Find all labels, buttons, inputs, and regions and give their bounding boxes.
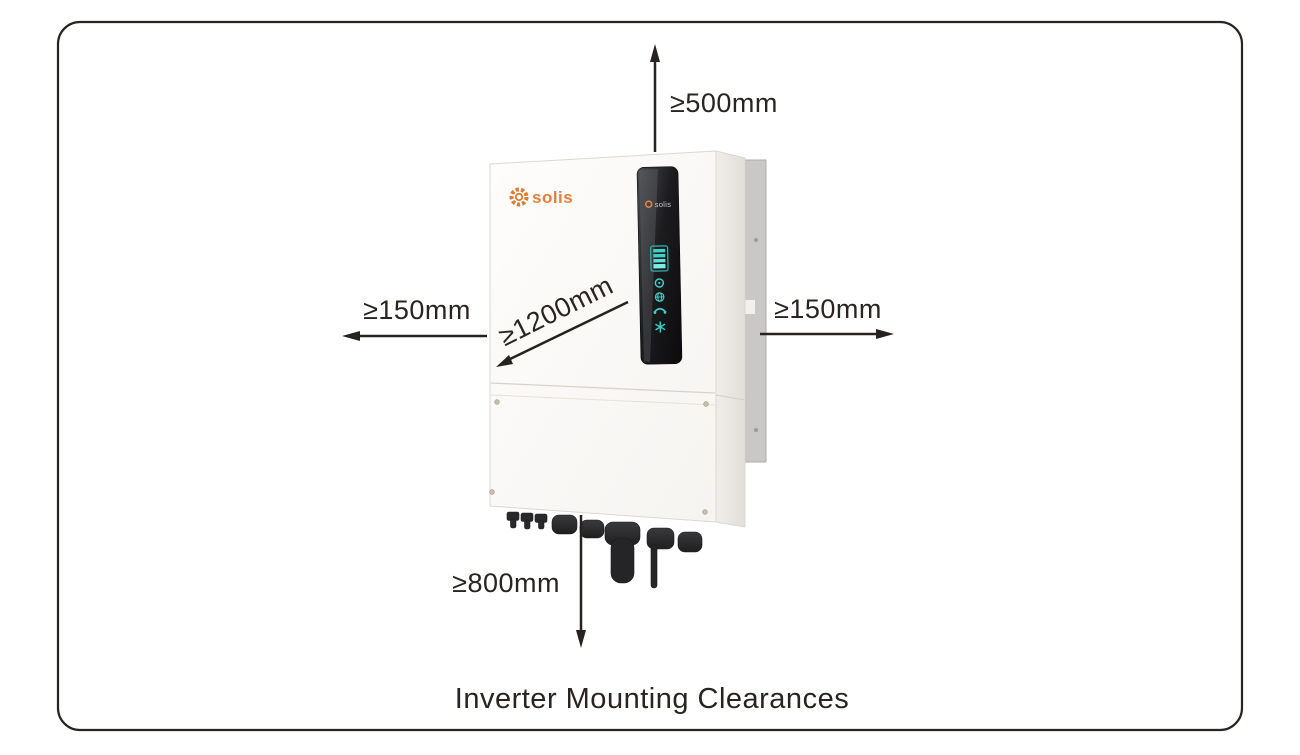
- arrowhead-right-icon: [876, 329, 894, 339]
- front-seam-line: [490, 394, 716, 406]
- clearance-label-bottom: ≥800mm: [452, 568, 560, 598]
- mounting-bracket: [744, 159, 767, 463]
- panel-gloss: [638, 169, 658, 363]
- cable-gland-with-antenna: [646, 527, 675, 589]
- cable-gland: [579, 519, 605, 539]
- screw: [703, 401, 709, 407]
- arrowhead-down-icon: [576, 630, 586, 648]
- inverter-illustration: solis solis: [489, 150, 767, 589]
- handset-icon: [653, 307, 667, 314]
- bottom-connectors: [506, 511, 703, 589]
- bracket-hole: [754, 428, 758, 432]
- figure-caption: Inverter Mounting Clearances: [455, 683, 849, 715]
- led-display-panel: solis: [636, 166, 683, 365]
- antenna: [650, 543, 658, 589]
- arrowhead-up-icon: [650, 44, 660, 62]
- cable-gland-with-plug: [604, 521, 641, 584]
- mc4-connector: [520, 512, 534, 530]
- panel-brand-logo: solis: [644, 200, 672, 209]
- globe-icon: [654, 292, 665, 302]
- screw: [494, 399, 500, 405]
- cable-gland: [551, 514, 578, 535]
- power-ring-icon: [654, 278, 665, 288]
- screw: [489, 489, 495, 495]
- front-seam-line: [490, 382, 716, 394]
- side-seam-line: [715, 394, 746, 401]
- clearance-label-right: ≥150mm: [774, 294, 882, 324]
- brand-logo-text: solis: [532, 188, 573, 207]
- cable-gland: [677, 531, 703, 553]
- screw: [702, 509, 708, 515]
- clearance-arrow-diagonal: [507, 300, 629, 362]
- figure-border: [56, 20, 1244, 732]
- arrowhead-left-icon: [342, 331, 360, 341]
- snowflake-icon: [655, 321, 666, 333]
- arrowhead-diagonal-icon: [496, 355, 513, 367]
- bracket-hole: [754, 238, 758, 242]
- clearance-label-left: ≥150mm: [363, 295, 471, 325]
- solis-gear-icon: [509, 187, 529, 207]
- panel-brand-text: solis: [655, 200, 672, 209]
- mc4-connector: [506, 511, 520, 529]
- battery-indicator-icon: [650, 245, 669, 272]
- mc4-connector: [534, 513, 548, 530]
- brand-logo: solis: [509, 187, 573, 207]
- clearance-label-top: ≥500mm: [670, 88, 778, 118]
- bracket-notch: [745, 300, 755, 314]
- inverter-side-face: [715, 150, 746, 528]
- clearance-arrows: [342, 44, 894, 648]
